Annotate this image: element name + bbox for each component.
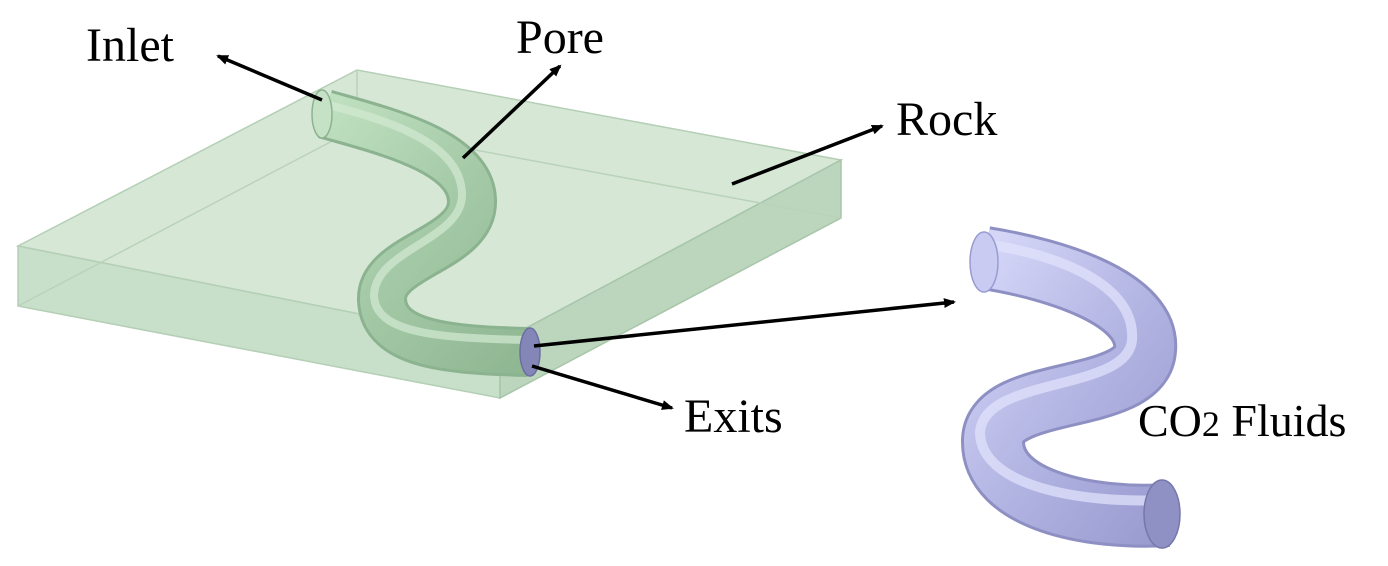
co2-main-text: CO xyxy=(1138,395,1202,446)
exits-label: Exits xyxy=(684,390,783,443)
fluid-tube-body xyxy=(964,229,1175,545)
pore-label: Pore xyxy=(516,11,604,64)
rock-slab xyxy=(15,69,844,400)
rock-arrow xyxy=(731,124,884,186)
pore-tube-body xyxy=(318,92,529,374)
co2-subscript: 2 xyxy=(1201,404,1220,444)
pore-arrow xyxy=(461,64,562,160)
fluid-bottom-end xyxy=(1143,479,1181,549)
exits-arrow xyxy=(531,364,674,410)
co2-fluid-tube xyxy=(961,226,1181,549)
rock-label: Rock xyxy=(896,93,998,146)
pore-exit-end xyxy=(519,327,541,377)
pore-channel xyxy=(311,89,541,377)
pore-inlet-end xyxy=(311,89,333,139)
co2-fluids-label: CO2 Fluids xyxy=(1138,398,1346,444)
co2-fluids-text: Fluids xyxy=(1219,395,1347,446)
inlet-arrow xyxy=(216,54,323,102)
fluid-tube-highlight xyxy=(974,239,1167,506)
fluid-top-end xyxy=(969,231,999,293)
co2-arrow xyxy=(533,298,956,348)
pore-tube-highlight xyxy=(323,100,527,344)
rock-hidden-edge xyxy=(17,127,358,307)
inlet-label: Inlet xyxy=(86,19,174,72)
